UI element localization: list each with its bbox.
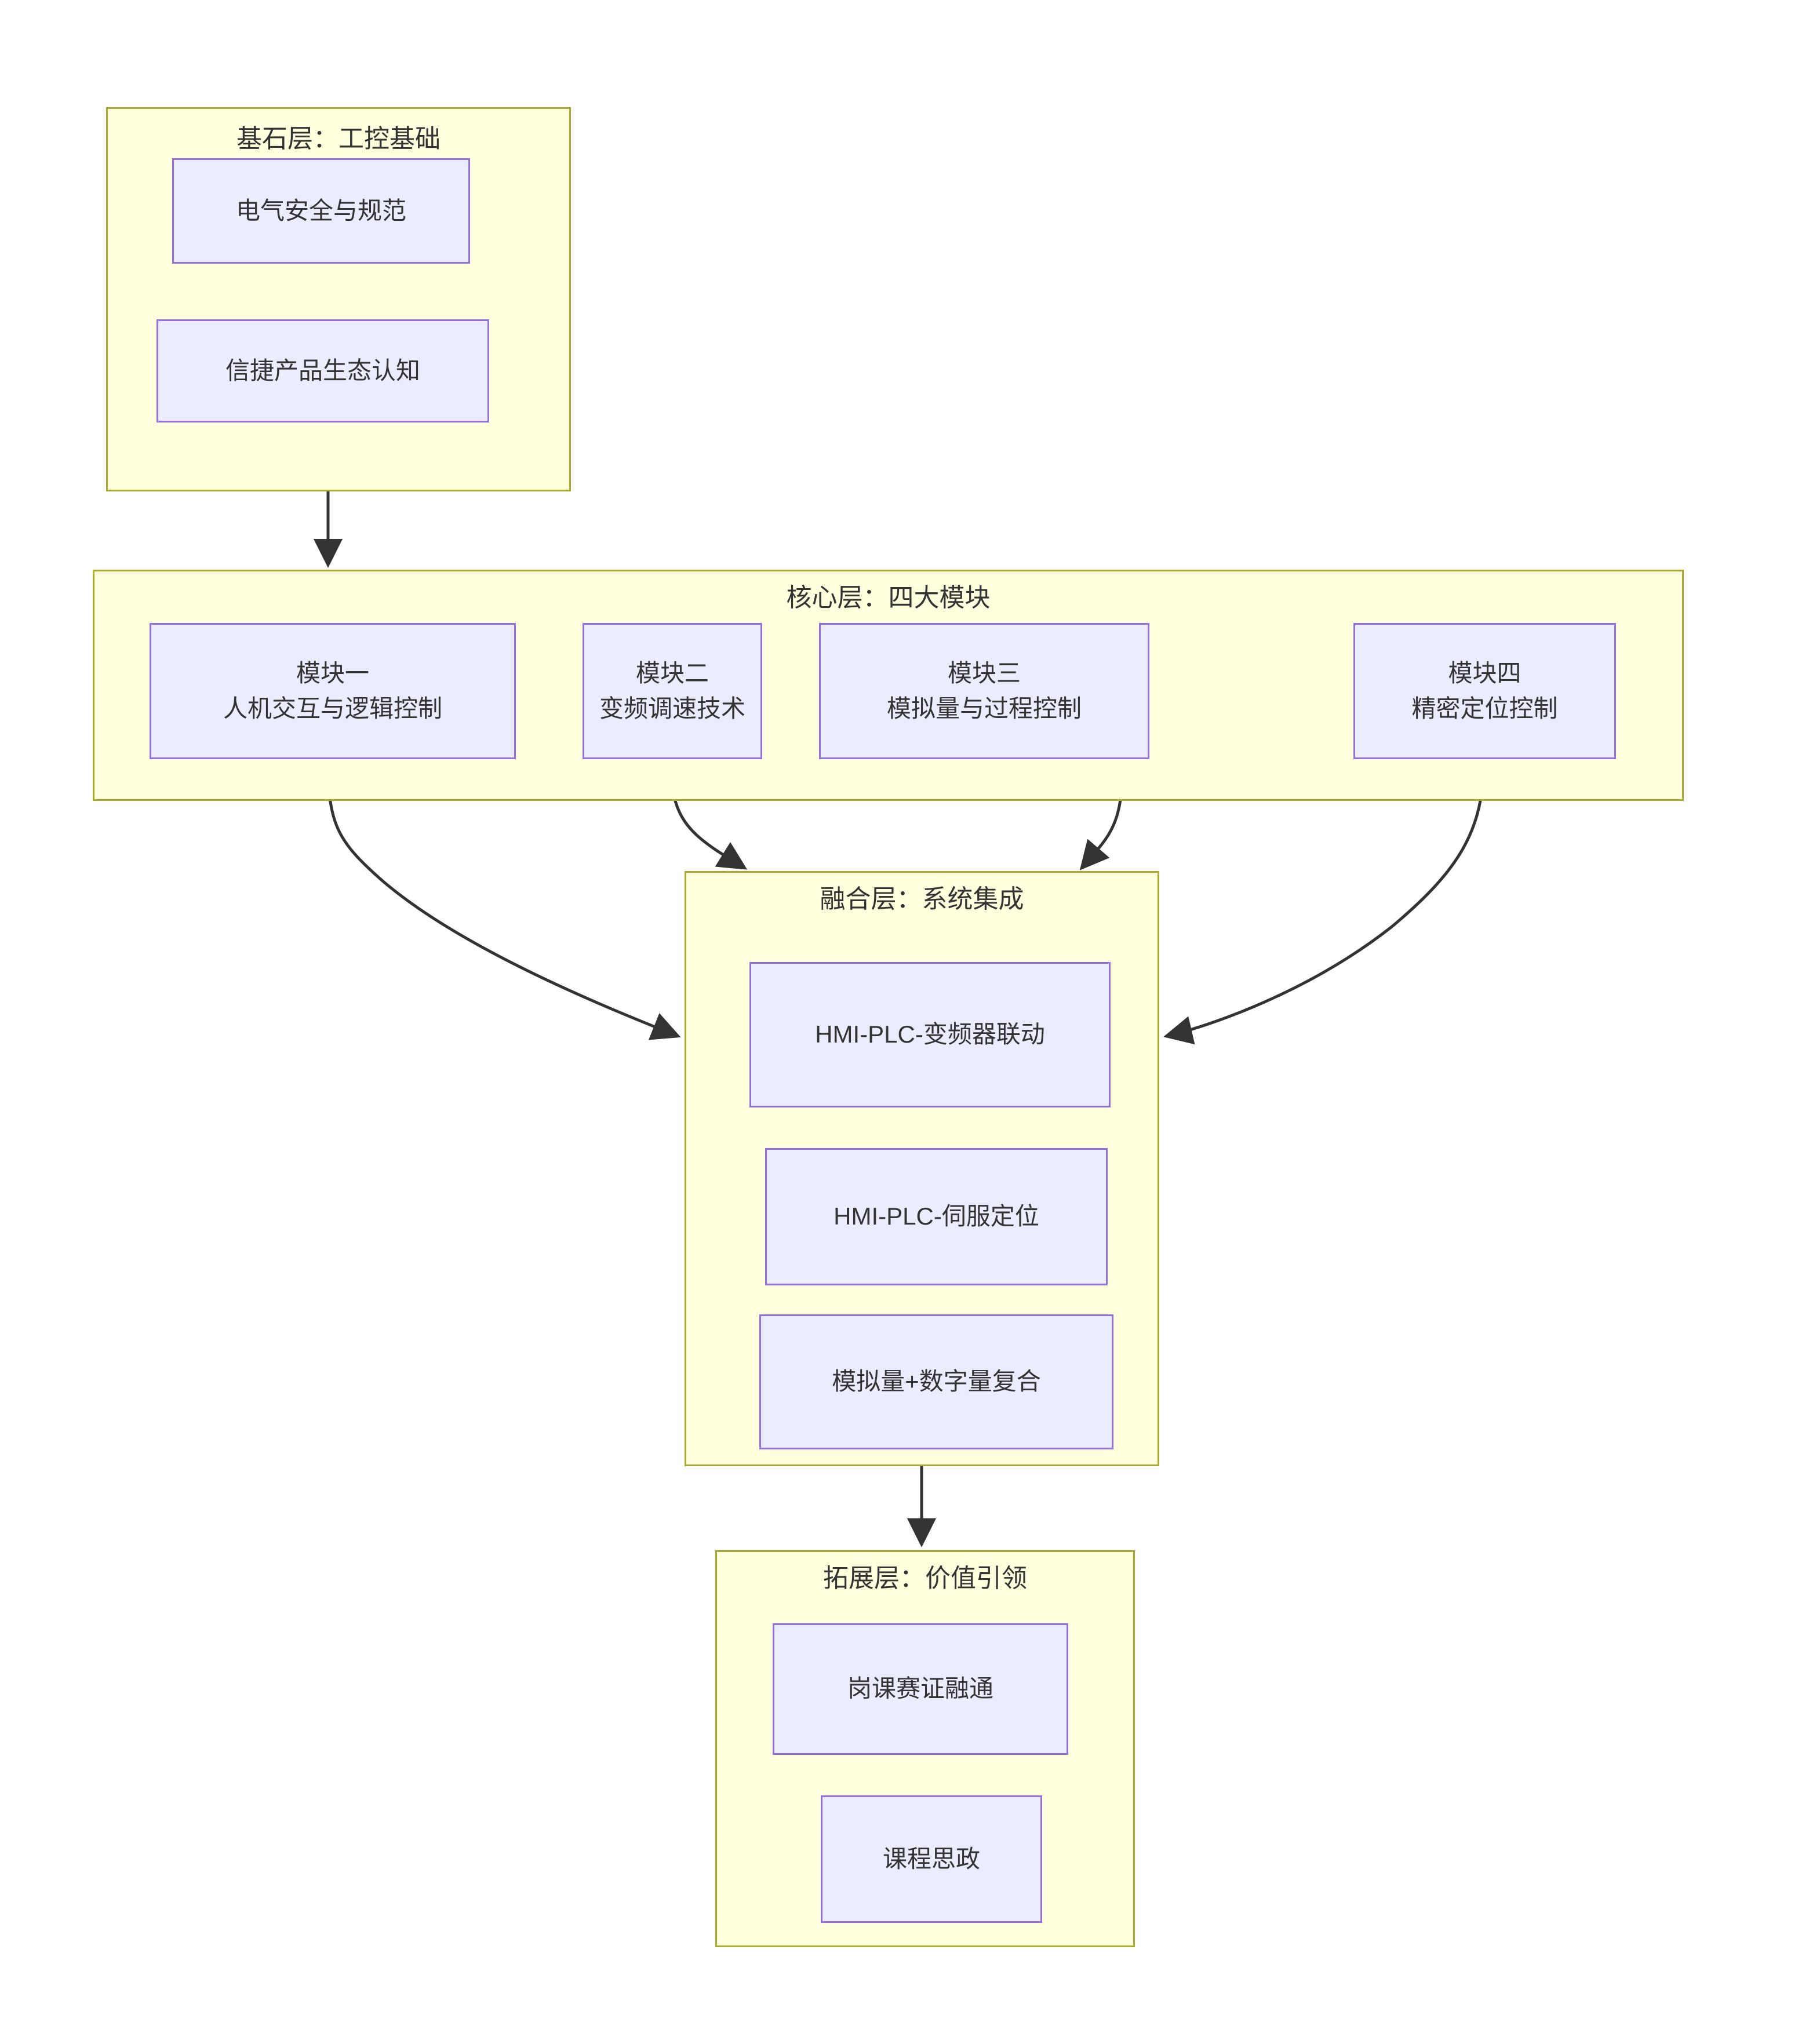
node-xinje-product-ecology[interactable]: 信捷产品生态认知 bbox=[156, 319, 489, 422]
node-analog-digital-composite-label: 模拟量+数字量复合 bbox=[832, 1368, 1041, 1396]
node-hmi-plc-inverter-linkage[interactable]: HMI-PLC-变频器联动 bbox=[749, 962, 1111, 1107]
node-analog-digital-composite[interactable]: 模拟量+数字量复合 bbox=[759, 1314, 1113, 1449]
node-electrical-safety-label: 电气安全与规范 bbox=[235, 196, 406, 224]
cluster-fusion: 融合层：系统集成 HMI-PLC-变频器联动 HMI-PLC-伺服定位 模拟量+… bbox=[685, 871, 1159, 1466]
cluster-extension-title: 拓展层：价值引领 bbox=[823, 1564, 1027, 1593]
node-module-4-label: 模块四 精密定位控制 bbox=[1411, 659, 1558, 722]
cluster-foundation: 基石层：工控基础 电气安全与规范 信捷产品生态认知 bbox=[106, 107, 571, 491]
node-post-course-competition-certificate[interactable]: 岗课赛证融通 bbox=[773, 1623, 1068, 1755]
node-hmi-plc-servo-positioning-label: HMI-PLC-伺服定位 bbox=[834, 1203, 1039, 1230]
cluster-core-title: 核心层：四大模块 bbox=[786, 584, 991, 612]
node-module-2[interactable]: 模块二 变频调速技术 bbox=[583, 623, 762, 759]
node-post-course-competition-certificate-label: 岗课赛证融通 bbox=[847, 1675, 993, 1703]
cluster-core: 核心层：四大模块 模块一 人机交互与逻辑控制 模块二 变频调速技术 模块三 模拟… bbox=[93, 570, 1684, 801]
node-module-3-label: 模块三 模拟量与过程控制 bbox=[886, 659, 1082, 722]
node-module-2-label: 模块二 变频调速技术 bbox=[599, 659, 745, 722]
cluster-fusion-title: 融合层：系统集成 bbox=[820, 885, 1024, 913]
cluster-foundation-title: 基石层：工控基础 bbox=[236, 125, 441, 153]
node-module-1-label: 模块一 人机交互与逻辑控制 bbox=[223, 659, 442, 722]
node-curriculum-ideology[interactable]: 课程思政 bbox=[821, 1795, 1042, 1923]
node-electrical-safety[interactable]: 电气安全与规范 bbox=[172, 158, 470, 264]
node-hmi-plc-servo-positioning[interactable]: HMI-PLC-伺服定位 bbox=[765, 1148, 1108, 1285]
node-xinje-product-ecology-label: 信捷产品生态认知 bbox=[225, 356, 420, 384]
node-curriculum-ideology-label: 课程思政 bbox=[882, 1845, 980, 1872]
node-module-4[interactable]: 模块四 精密定位控制 bbox=[1353, 623, 1616, 759]
node-hmi-plc-inverter-linkage-label: HMI-PLC-变频器联动 bbox=[815, 1021, 1045, 1048]
cluster-extension: 拓展层：价值引领 岗课赛证融通 课程思政 bbox=[715, 1550, 1135, 1947]
node-module-3[interactable]: 模块三 模拟量与过程控制 bbox=[819, 623, 1149, 759]
node-module-1[interactable]: 模块一 人机交互与逻辑控制 bbox=[150, 623, 516, 759]
